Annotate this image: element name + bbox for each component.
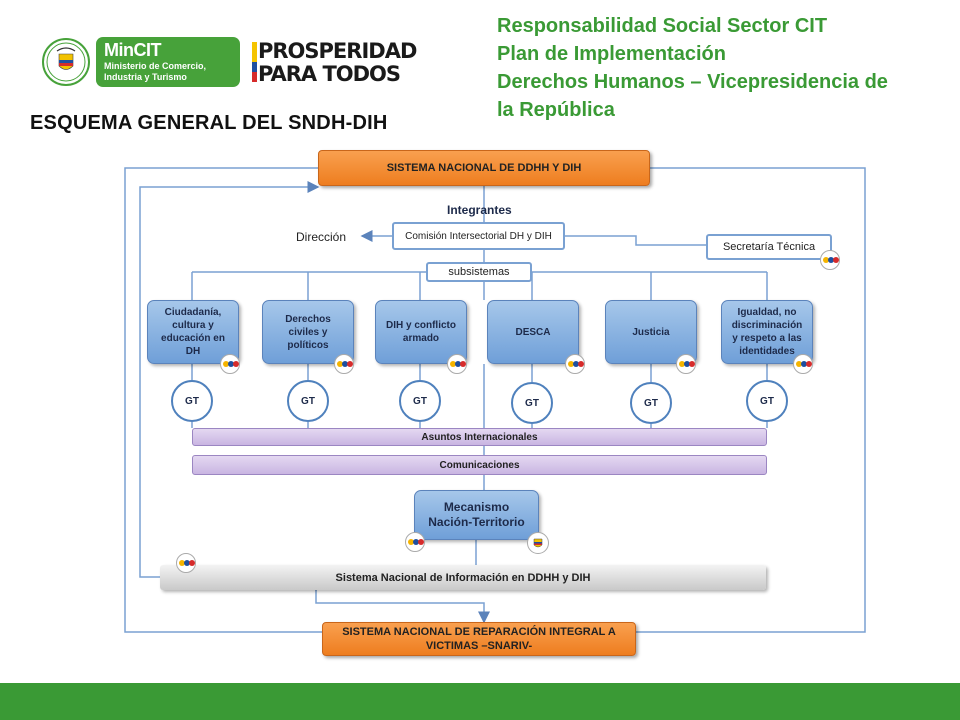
subsystem-justicia: Justicia [605,300,697,364]
subsistemas-box: subsistemas [426,262,532,282]
prosperidad-logo: PROSPERIDAD PARA TODOS [252,39,417,86]
dh-badge-icon [676,354,696,374]
snariv-box: SISTEMA NACIONAL DE REPARACIÓN INTEGRAL … [322,622,636,656]
subsystem-dih: DIH y conflicto armado [375,300,467,364]
dh-badge-icon [820,250,840,270]
prosperidad-line-2: PARA TODOS [258,62,401,86]
mincit-logo-title: MinCIT [104,40,162,60]
mincit-logo: MinCIT Ministerio de Comercio, Industria… [96,37,240,87]
mincit-logo-subtitle: Ministerio de Comercio, Industria y Turi… [104,61,207,82]
dh-badge-icon [405,532,425,552]
integrantes-label: Integrantes [447,203,512,217]
subsystem-derechos-civiles: Derechos civiles y políticos [262,300,354,364]
subsystem-ciudadania: Ciudadanía, cultura y educación en DH [147,300,239,364]
colombia-seal-icon [527,532,549,554]
dh-badge-icon [176,553,196,573]
dh-badge-icon [565,354,585,374]
secretaria-box: Secretaría Técnica [706,234,832,260]
direccion-label: Dirección [296,230,347,244]
diagram-connectors [124,167,866,633]
comision-box: Comisión Intersectorial DH y DIH [392,222,565,250]
dh-badge-icon [793,354,813,374]
comunicaciones-bar: Comunicaciones [192,455,767,475]
prosperidad-line-1: PROSPERIDAD [258,39,417,63]
colombia-flag-icon [252,42,257,82]
sistema-informacion-bar: Sistema Nacional de Información en DDHH … [160,565,766,590]
gt-circle: GT [171,380,213,422]
gt-circle: GT [511,382,553,424]
footer-bar [0,683,960,720]
dh-badge-icon [220,354,240,374]
asuntos-internacionales-bar: Asuntos Internacionales [192,428,767,446]
subsystem-igualdad: Igualdad, no discriminación y respeto a … [721,300,813,364]
dh-badge-icon [334,354,354,374]
gt-circle: GT [746,380,788,422]
gt-circle: GT [630,382,672,424]
mecanismo-box: Mecanismo Nación-Territorio [414,490,539,540]
header-title: Responsabilidad Social Sector CIT Plan d… [497,15,888,121]
gt-circle: GT [399,380,441,422]
top-system-box: SISTEMA NACIONAL DE DDHH Y DIH [318,150,650,186]
gt-circle: GT [287,380,329,422]
scheme-title: ESQUEMA GENERAL DEL SNDH-DIH [30,112,388,134]
colombia-seal-icon [42,38,90,86]
dh-badge-icon [447,354,467,374]
subsystem-desca: DESCA [487,300,579,364]
